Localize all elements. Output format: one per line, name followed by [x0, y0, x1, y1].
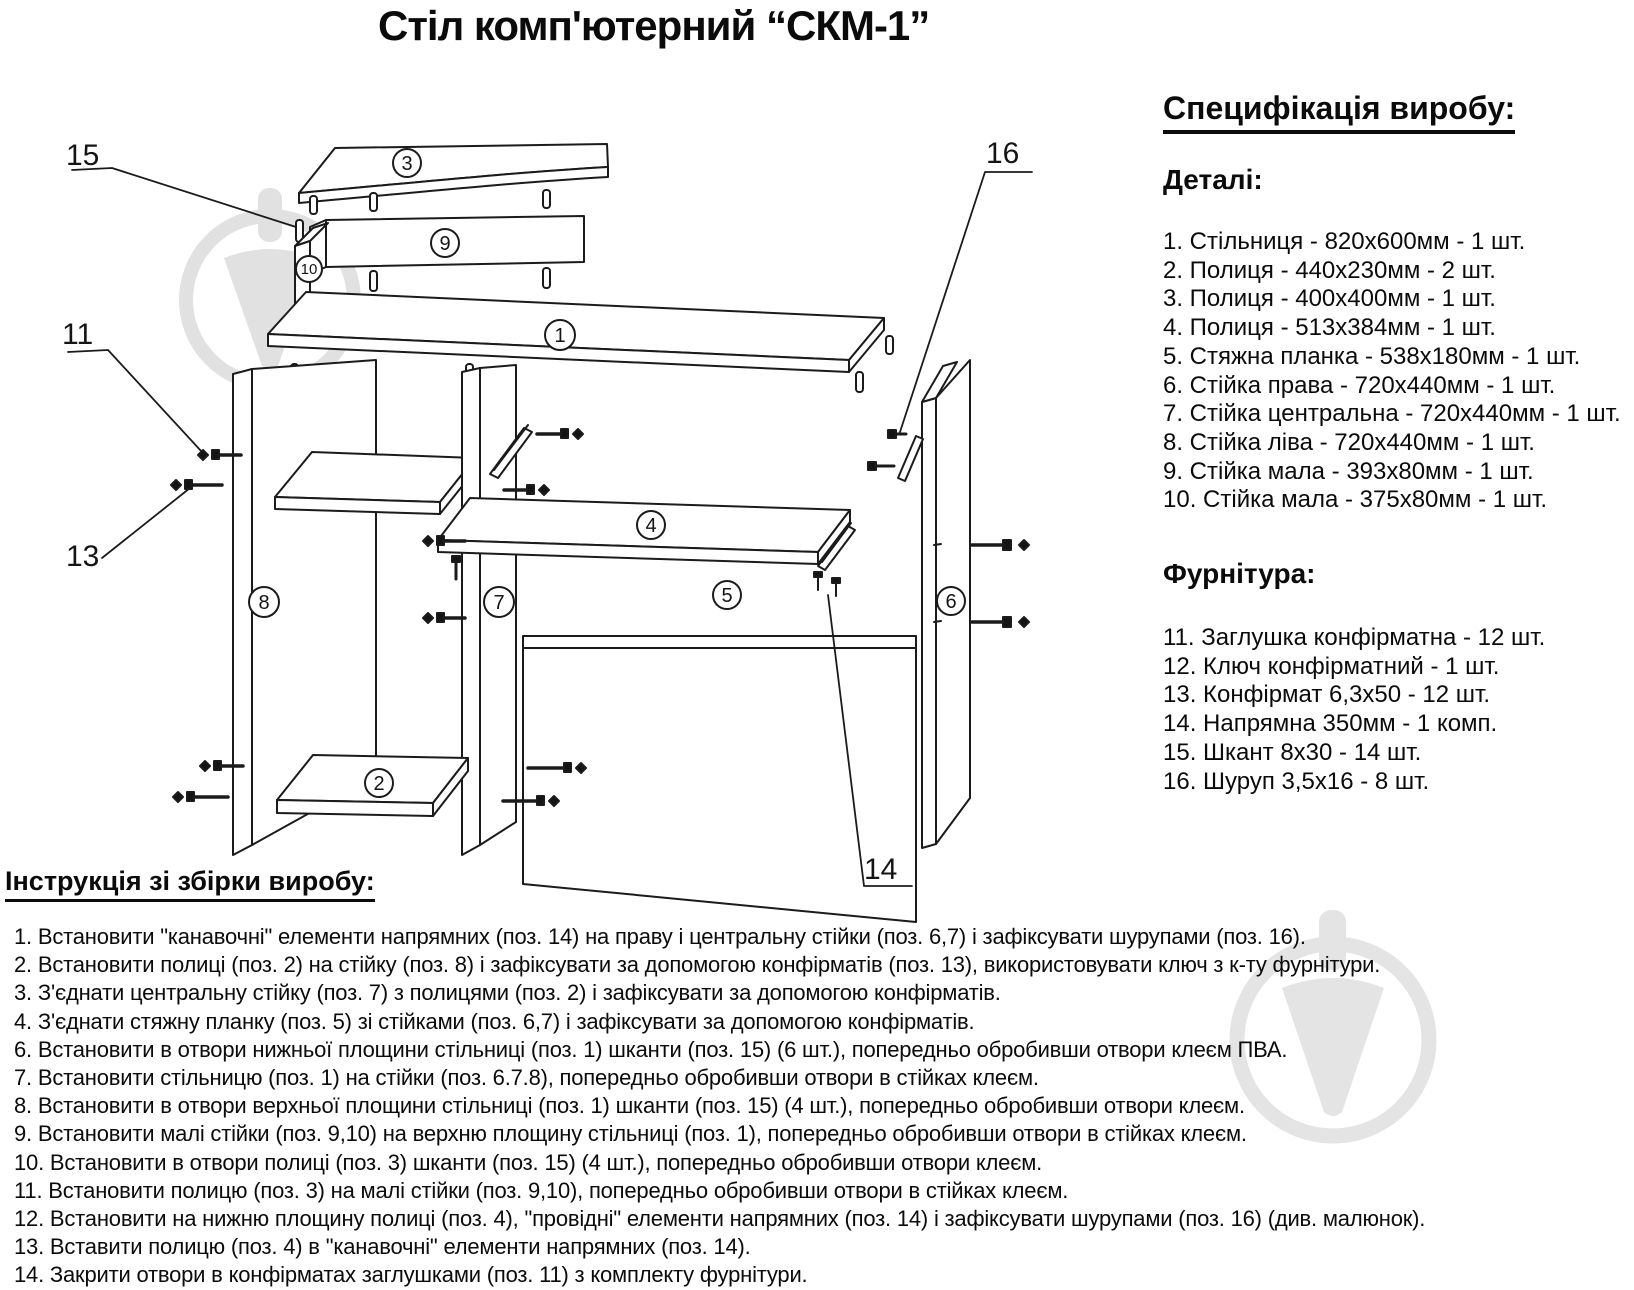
confirmat-screws: [170, 428, 1030, 807]
list-item: 1. Стільниця - 820х600мм - 1 шт.: [1163, 228, 1526, 255]
list-item: 10. Встановити в отвори полиці (поз. 3) …: [14, 1149, 1043, 1175]
hardware-list: 11. Заглушка конфірматна - 12 шт.12. Клю…: [1163, 624, 1545, 796]
list-item: 13. Конфірмат 6,3х50 - 12 шт.: [1163, 681, 1491, 709]
list-item: 12. Ключ конфірматний - 1 шт.: [1163, 652, 1500, 680]
circled-part-labels: [248, 148, 966, 798]
callout-15: 15: [66, 139, 99, 172]
list-item: 1. Встановити "канавочні" елементи напря…: [14, 924, 1306, 949]
instructions-heading: Інструкція зі збірки виробу:: [5, 866, 375, 902]
callout-leaders: [67, 167, 1033, 887]
watermark-logo-bottom: [1229, 910, 1437, 1144]
list-item: 16. Шуруп 3,5х16 - 8 шт.: [1163, 767, 1430, 795]
part-label-4: 4: [645, 515, 656, 537]
callout-numbers: 15 11 13 16 14: [62, 137, 1019, 886]
spec-heading: Специфікація виробу:: [1163, 90, 1516, 134]
list-item: 4. Полиця - 513х384мм - 1 шт.: [1163, 314, 1496, 342]
guide-rail-shelf: [813, 522, 856, 597]
part-label-7: 7: [493, 592, 504, 614]
list-item: 11. Заглушка конфірматна - 12 шт.: [1163, 624, 1546, 651]
list-item: 10. Стійка мала - 375х80мм - 1 шт.: [1163, 486, 1547, 514]
list-item: 6. Встановити в отвори нижньої площини с…: [14, 1036, 1288, 1062]
list-item: 4. З'єднати стяжну планку (поз. 5) зі ст…: [14, 1008, 975, 1034]
list-item: 2. Встановити полиці (поз. 2) на стійку …: [14, 952, 1381, 978]
list-item: 9. Встановити малі стійки (поз. 9,10) на…: [14, 1121, 1247, 1147]
details-list: 1. Стільниця - 820х600мм - 1 шт.2. Полиц…: [1163, 228, 1621, 515]
part-label-8: 8: [258, 592, 269, 614]
part-label-numbers: 1 2 3 4 5 6 7 8 9 10: [258, 153, 956, 795]
watermark-logo-top: [179, 188, 361, 391]
list-item: 14. Напрямна 350мм - 1 комп.: [1163, 710, 1498, 738]
part-label-1: 1: [554, 325, 565, 347]
hardware-heading: Фурнітура:: [1163, 558, 1316, 589]
instructions-list: 1. Встановити "канавочні" елементи напря…: [14, 923, 1425, 1290]
guide-rail-central: [489, 424, 533, 479]
list-item: 8. Стійка ліва - 720х440мм - 1 шт.: [1163, 428, 1535, 456]
list-item: 7. Стійка центральна - 720х440мм - 1 шт.: [1163, 400, 1621, 428]
list-item: 8. Встановити в отвори верхньої площини …: [14, 1093, 1245, 1119]
callout-16: 16: [986, 137, 1019, 170]
page-title: Стіл комп'ютерний “СКМ-1”: [378, 2, 930, 49]
list-item: 7. Встановити стільницю (поз. 1) на стій…: [14, 1065, 1039, 1091]
list-item: 14. Закрити отвори в конфірматах заглушк…: [14, 1262, 808, 1288]
list-item: 13. Вставити полицю (поз. 4) в "канавочн…: [14, 1234, 751, 1260]
list-item: 9. Стійка мала - 393х80мм - 1 шт.: [1163, 457, 1534, 485]
list-item: 2. Полиця - 440х230мм - 2 шт.: [1163, 256, 1496, 284]
list-item: 15. Шкант 8х30 - 14 шт.: [1163, 738, 1422, 766]
list-item: 11. Встановити полицю (поз. 3) на малі с…: [14, 1177, 1069, 1203]
list-item: 3. Полиця - 400х400мм - 1 шт.: [1163, 285, 1496, 313]
callout-13: 13: [66, 540, 99, 573]
details-heading: Деталі:: [1163, 164, 1263, 195]
list-item: 6. Стійка права - 720х440мм - 1 шт.: [1163, 371, 1556, 399]
part-shelf-upper: [274, 451, 476, 515]
part-label-5: 5: [721, 585, 732, 607]
part-label-2: 2: [373, 773, 384, 795]
callout-11: 11: [62, 318, 93, 351]
part-stretcher-panel: [522, 635, 917, 923]
callout-14: 14: [864, 853, 897, 886]
list-item: 5. Стяжна планка - 538х180мм - 1 шт.: [1163, 342, 1581, 370]
part-label-6: 6: [945, 591, 956, 613]
list-item: 12. Встановити на нижню площину полиці (…: [14, 1206, 1426, 1232]
part-label-10: 10: [301, 261, 318, 278]
part-label-9: 9: [439, 233, 450, 255]
part-top-shelf: [298, 143, 609, 204]
list-item: 3. З'єднати центральну стійку (поз. 7) з…: [14, 980, 1001, 1006]
part-desktop: [267, 291, 885, 373]
part-label-3: 3: [401, 153, 412, 175]
guide-rail-right: [867, 429, 924, 482]
